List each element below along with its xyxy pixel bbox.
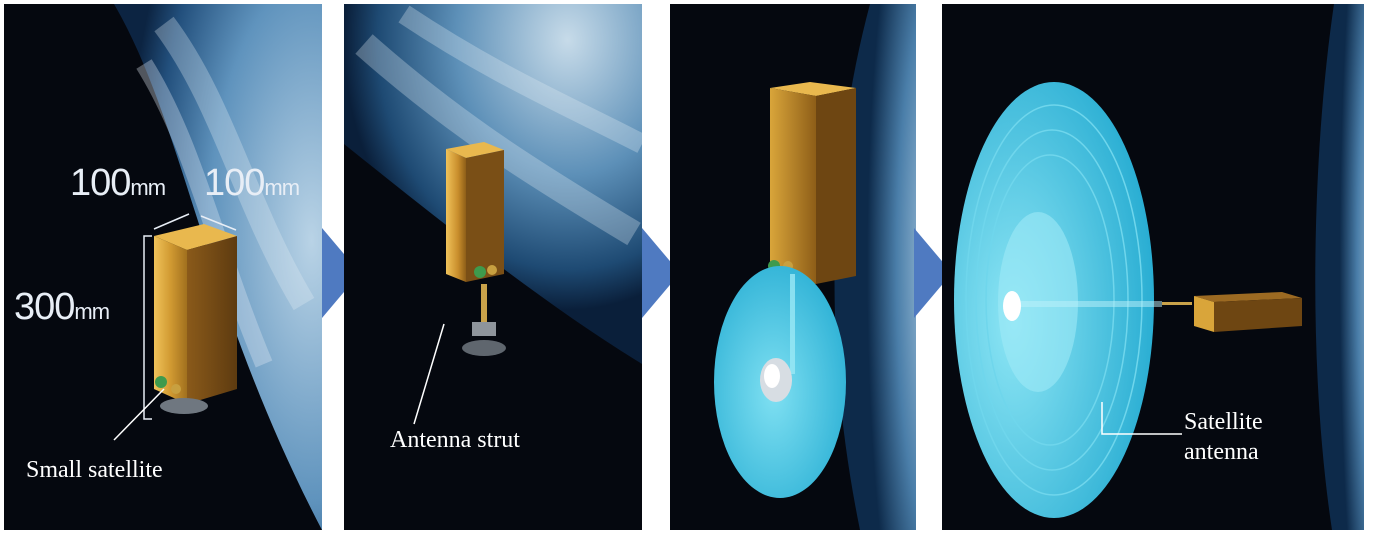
panel-4-satellite-antenna: Satellite antenna [942, 4, 1364, 530]
panel-4-scene [942, 4, 1364, 530]
satellite-antenna-label-line1: Satellite [1184, 409, 1263, 435]
panel-3-antenna-deploying [670, 4, 916, 530]
small-satellite [446, 142, 504, 282]
antenna-strut [462, 284, 506, 356]
panel-1-scene [4, 4, 322, 530]
panel-2-scene [344, 4, 642, 530]
earth-surface [1315, 4, 1364, 530]
panel-3-scene [670, 4, 916, 530]
panel-1-small-satellite: 100mm 100mm 300mm Small satellite [4, 4, 322, 530]
callout-line-satellite-antenna [1101, 402, 1182, 435]
satellite-antenna-dish [714, 266, 846, 498]
small-satellite [768, 82, 856, 284]
width-dimension-label-1: 100mm [70, 162, 166, 204]
height-dimension-label: 300mm [14, 286, 110, 328]
panel-2-antenna-strut: Antenna strut [344, 4, 642, 530]
callout-line-antenna-strut [413, 323, 445, 425]
small-satellite [154, 224, 237, 414]
small-satellite [1162, 292, 1302, 332]
width-dimension-label-2: 100mm [204, 162, 300, 204]
small-satellite-label: Small satellite [26, 457, 163, 483]
antenna-strut-label: Antenna strut [390, 427, 520, 453]
satellite-antenna-dish [954, 82, 1162, 518]
callout-line-small-satellite [113, 388, 165, 441]
satellite-antenna-label-line2: antenna [1184, 439, 1259, 465]
height-dimension-bracket [143, 235, 152, 420]
arrow-right-icon [322, 228, 360, 318]
arrow-right-icon [642, 228, 680, 318]
arrow-right-icon [914, 228, 952, 318]
